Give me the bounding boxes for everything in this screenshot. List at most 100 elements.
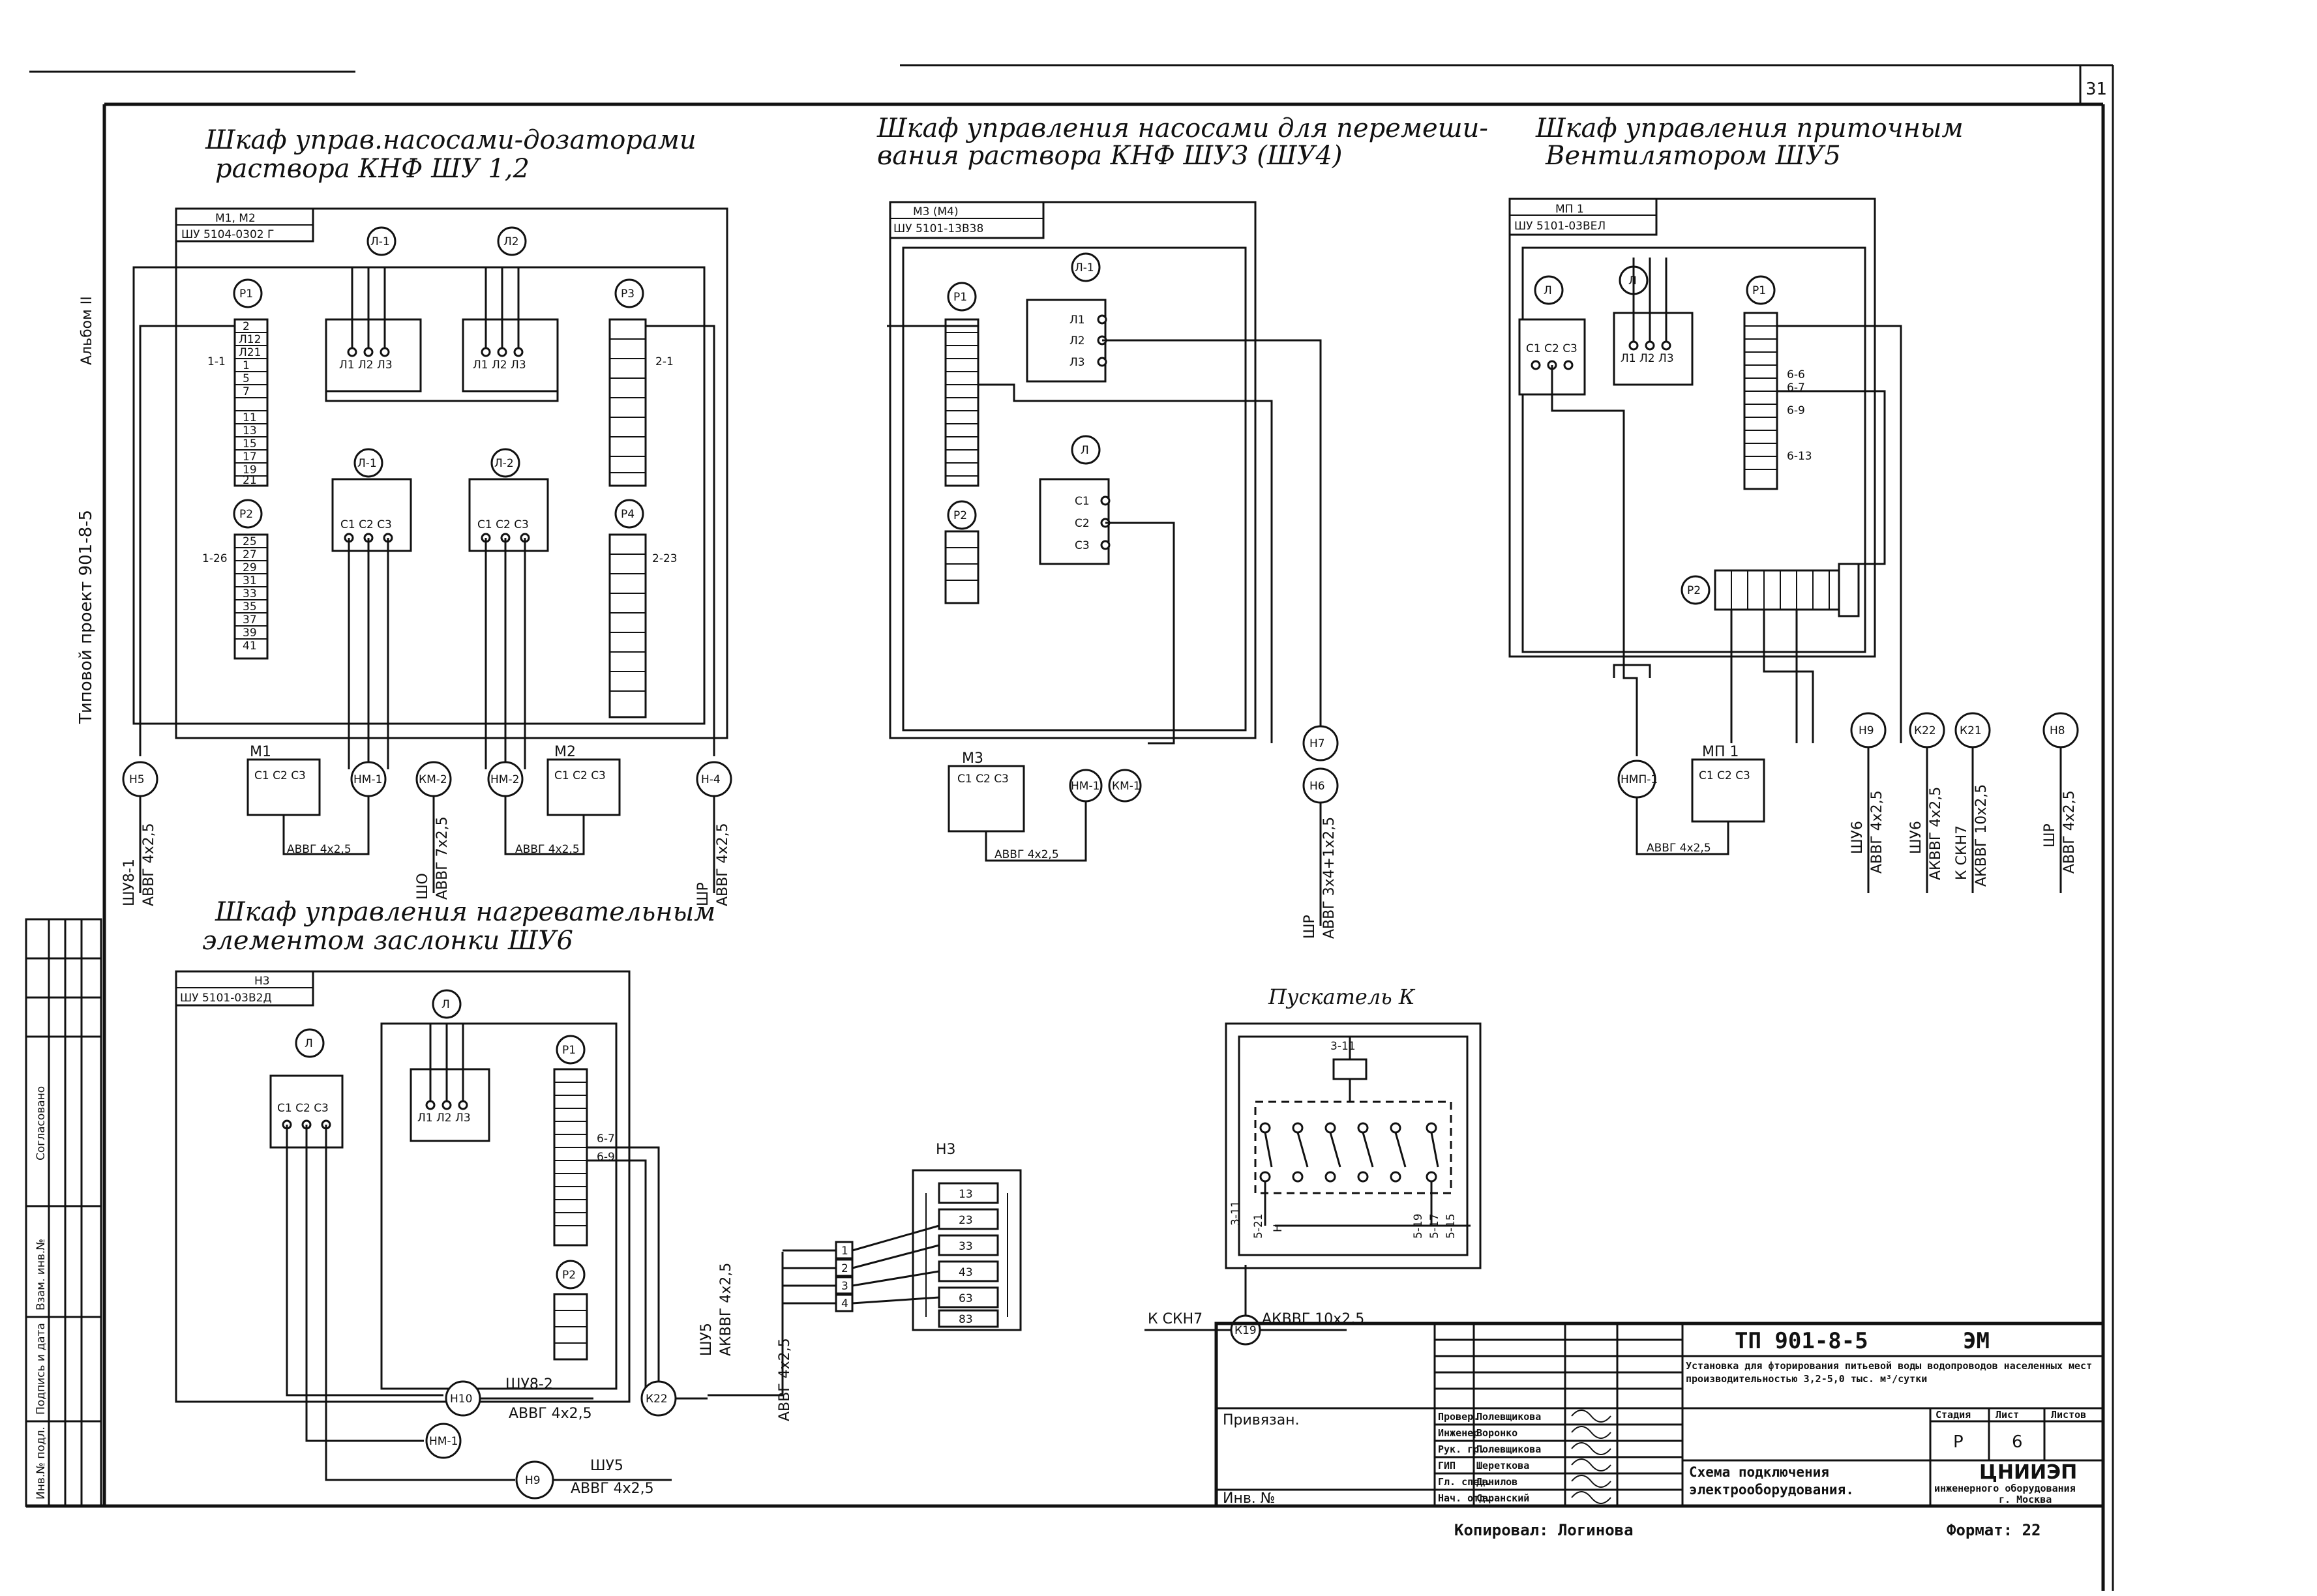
panel-shu12-r2-term-6: 37 — [243, 613, 257, 627]
panel-shu12-k1-contacts: Л1 Л2 Л3 — [339, 359, 393, 372]
panel-shu12-circle-l2b: Л-2 — [494, 457, 514, 470]
org-name: ЦНИИЭП — [1979, 1461, 2077, 1484]
heater-row-5: 83 — [959, 1313, 973, 1326]
staff-role-2: Рук. гр. — [1438, 1443, 1485, 1455]
panel-shu5-title-1: Шкаф управления приточным — [1535, 113, 1964, 143]
starter-term-2: Н — [1272, 1224, 1285, 1232]
signatures — [1571, 1410, 1611, 1504]
heater-title: Н3 — [936, 1142, 956, 1158]
format: Формат: 22 — [1947, 1521, 2041, 1539]
panel-shu12-type: ШУ 5104-0302 Г — [181, 228, 274, 241]
panel-shu3-node-h6: Н6 — [1309, 780, 1325, 793]
org-subtitle: инженерного оборудования — [1934, 1483, 2076, 1494]
project-label: Типовой проект 901-8-5 — [76, 510, 96, 724]
heater-phase-2: 2 — [841, 1262, 848, 1275]
panel-shu12-wire-1-1: 1-1 — [207, 355, 226, 368]
panel-shu12-r1-term-0: 2 — [243, 320, 250, 333]
panel-shu5-circle-l2: Л — [1544, 284, 1552, 297]
panel-shu12-cable-4: АВВГ 7х2,5 — [434, 816, 451, 900]
panel-shu12-title-2: раствора КНФ ШУ 1,2 — [215, 154, 530, 184]
panel-shu5-cable-5: АКВВГ 10х2,5 — [1973, 784, 1990, 887]
panel-shu3-term-3: С3 — [1075, 539, 1090, 552]
staff-name-0: Полевщикова — [1476, 1411, 1541, 1423]
panel-shu6-circle-l2: Л — [441, 998, 450, 1011]
panel-shu5-cable-4: К СКН7 — [1954, 825, 1970, 880]
starter-term-4: 5-17 — [1428, 1213, 1441, 1239]
staff-name-2: Полевщикова — [1476, 1443, 1541, 1455]
panel-shu12-circle-r1: Р1 — [239, 288, 253, 301]
panel-shu12-circle-r4: Р4 — [621, 508, 635, 521]
heater-row-3: 43 — [959, 1266, 973, 1279]
staff-name-4: Данилов — [1476, 1476, 1517, 1488]
panel-shu12-r1-term-9: 17 — [243, 451, 257, 464]
panel-shu3-circle-r2: Р2 — [953, 509, 967, 522]
panel-shu3-node-nm1: НМ-1 — [1071, 780, 1099, 793]
panel-shu6-cable-5: ШУ5 — [590, 1458, 623, 1474]
panel-shu6-circle-r2: Р2 — [562, 1269, 576, 1282]
heater-row-1: 23 — [959, 1214, 973, 1227]
panel-shu6-node-h9: Н9 — [525, 1474, 541, 1487]
copied-by: Копировал: Логинова — [1454, 1521, 1634, 1539]
project-description: Установка для фторирования питьевой воды… — [1686, 1360, 2093, 1385]
starter-node-k19: К19 — [1234, 1324, 1257, 1337]
panel-shu3-motor-terms: С1 С2 С3 — [957, 773, 1009, 786]
panel-shu6-cable-6: АВВГ 4х2,5 — [571, 1481, 654, 1497]
inv-orig-label: Инв.№ подл. — [35, 1426, 48, 1500]
panel-shu12-r2-term-2: 29 — [243, 561, 257, 574]
panel-shu5-node-h8: Н8 — [2050, 724, 2065, 737]
panel-shu5-type: ШУ 5101-03ВЕЛ — [1514, 220, 1606, 233]
panel-shu5-tag: МП 1 — [1555, 203, 1584, 216]
starter-term-5: 5-15 — [1444, 1213, 1457, 1239]
panel-shu12-r1-term-10: 19 — [243, 464, 257, 477]
panel-shu3-node-km1: КМ-1 — [1112, 780, 1141, 793]
panel-shu12-r2-term-5: 35 — [243, 600, 257, 613]
panel-shu12-node-nm1: НМ-1 — [353, 773, 382, 786]
panel-shu12-circle-r3: Р3 — [621, 288, 635, 301]
stage-value: Р — [1953, 1432, 1964, 1452]
panel-shu5-contacts: Л1 Л2 Л3 — [1621, 352, 1674, 365]
panel-shu6-cable-1: АВВГ 4х2,5 — [509, 1406, 592, 1422]
panel-shu3-contact-1: Л1 — [1069, 314, 1085, 327]
panel-shu5-circle-r2: Р2 — [1687, 584, 1701, 597]
panel-shu5-cable-1: АВВГ 4х2,5 — [1869, 790, 1885, 874]
panel-shu12-wire-2-1: 2-1 — [655, 355, 674, 368]
heater-row-4: 63 — [959, 1292, 973, 1305]
panel-shu3-tag: М3 (М4) — [913, 205, 959, 218]
panel-shu3-term-1: С1 — [1075, 495, 1090, 508]
panel-shu6-cable-0: ШУ8-2 — [505, 1376, 553, 1393]
panel-shu5-wire-2: 6-9 — [1787, 404, 1805, 417]
staff-role-1: Инженер — [1438, 1427, 1479, 1439]
panel-shu12-cable-0: ШУ8-1 — [121, 859, 138, 906]
panel-shu12-r2-term-1: 27 — [243, 548, 257, 561]
panel-shu5-cable-3: АКВВГ 4х2,5 — [1928, 787, 1944, 880]
panel-shu12-wire-1-26: 1-26 — [202, 552, 228, 565]
panel-shu12-circle-l1: Л-1 — [370, 235, 390, 248]
panel-shu12-r1-term-1: Л12 — [239, 333, 261, 346]
panel-shu3-node-h7: Н7 — [1309, 737, 1325, 750]
panel-shu5-cable-8: АВВГ 4х2,5 — [1647, 842, 1711, 855]
panel-shu12-motor-m1: М1 — [250, 744, 271, 760]
panel-shu3-contact-3: Л3 — [1069, 356, 1085, 369]
panel-shu6-title-2: элементом заслонки ШУ6 — [202, 926, 573, 956]
panel-shu12-m2-terminals: С1 С2 С3 — [477, 518, 529, 531]
panel-shu12-r1-term-3: 1 — [243, 359, 250, 372]
panel-shu5-circle-r1: Р1 — [1752, 284, 1766, 297]
heater-row-2: 33 — [959, 1240, 973, 1253]
staff-role-5: Нач. отд. — [1438, 1492, 1491, 1504]
doc-code: ТП 901-8-5 — [1735, 1328, 1868, 1354]
panel-shu12-r2-term-7: 39 — [243, 627, 257, 640]
panel-shu12-node-h4: Н-4 — [701, 773, 721, 786]
panel-shu6-circle-l: Л — [305, 1037, 313, 1050]
panel-shu12-circle-l1b: Л-1 — [357, 457, 377, 470]
panel-shu12-terminal-strip-r1: 2 Л12 Л21 1 5 7 11 13 15 17 19 21 — [233, 318, 269, 487]
panel-shu3-cable-1: ШР — [1302, 915, 1318, 939]
panel-shu12-cable-7: АВВГ 4х2,5 — [715, 823, 731, 906]
panel-shu5-wire-1: 6-7 — [1787, 381, 1805, 394]
panel-shu5-circle-l: Л — [1628, 274, 1637, 288]
panel-shu12-motor-m1-terms: С1 С2 С3 — [254, 769, 306, 782]
starter-term-1: 5-21 — [1252, 1213, 1265, 1239]
panel-shu6-circle-r1: Р1 — [562, 1044, 576, 1057]
sign-date-label: Подпись и дата — [35, 1323, 48, 1415]
panel-shu6-wire-0: 6-7 — [597, 1132, 615, 1145]
staff-name-5: Саранский — [1476, 1492, 1529, 1504]
